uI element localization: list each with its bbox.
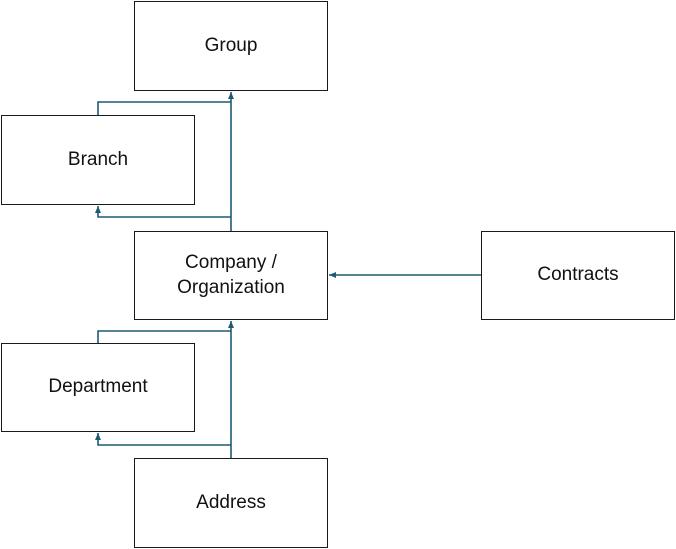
node-group: Group <box>134 1 328 91</box>
node-address: Address <box>134 458 328 548</box>
edge-address-to-department <box>95 433 231 446</box>
node-department-label: Department <box>48 376 148 398</box>
edge-branch-to-group <box>97 101 231 115</box>
node-company-label-line1: Company / <box>185 251 277 273</box>
edge-department-to-company <box>97 330 231 343</box>
node-company-label-line2: Organization <box>177 276 285 298</box>
node-group-label: Group <box>204 34 258 56</box>
node-company-organization: Company / Organization <box>134 231 328 320</box>
node-address-label: Address <box>196 491 266 513</box>
node-contracts: Contracts <box>481 231 675 320</box>
node-branch: Branch <box>1 115 195 205</box>
node-department: Department <box>1 343 195 432</box>
node-branch-label: Branch <box>67 148 129 170</box>
node-contracts-label: Contracts <box>537 264 619 286</box>
node-company-label: Company / Organization <box>177 251 285 300</box>
edge-company-to-branch <box>95 206 231 218</box>
